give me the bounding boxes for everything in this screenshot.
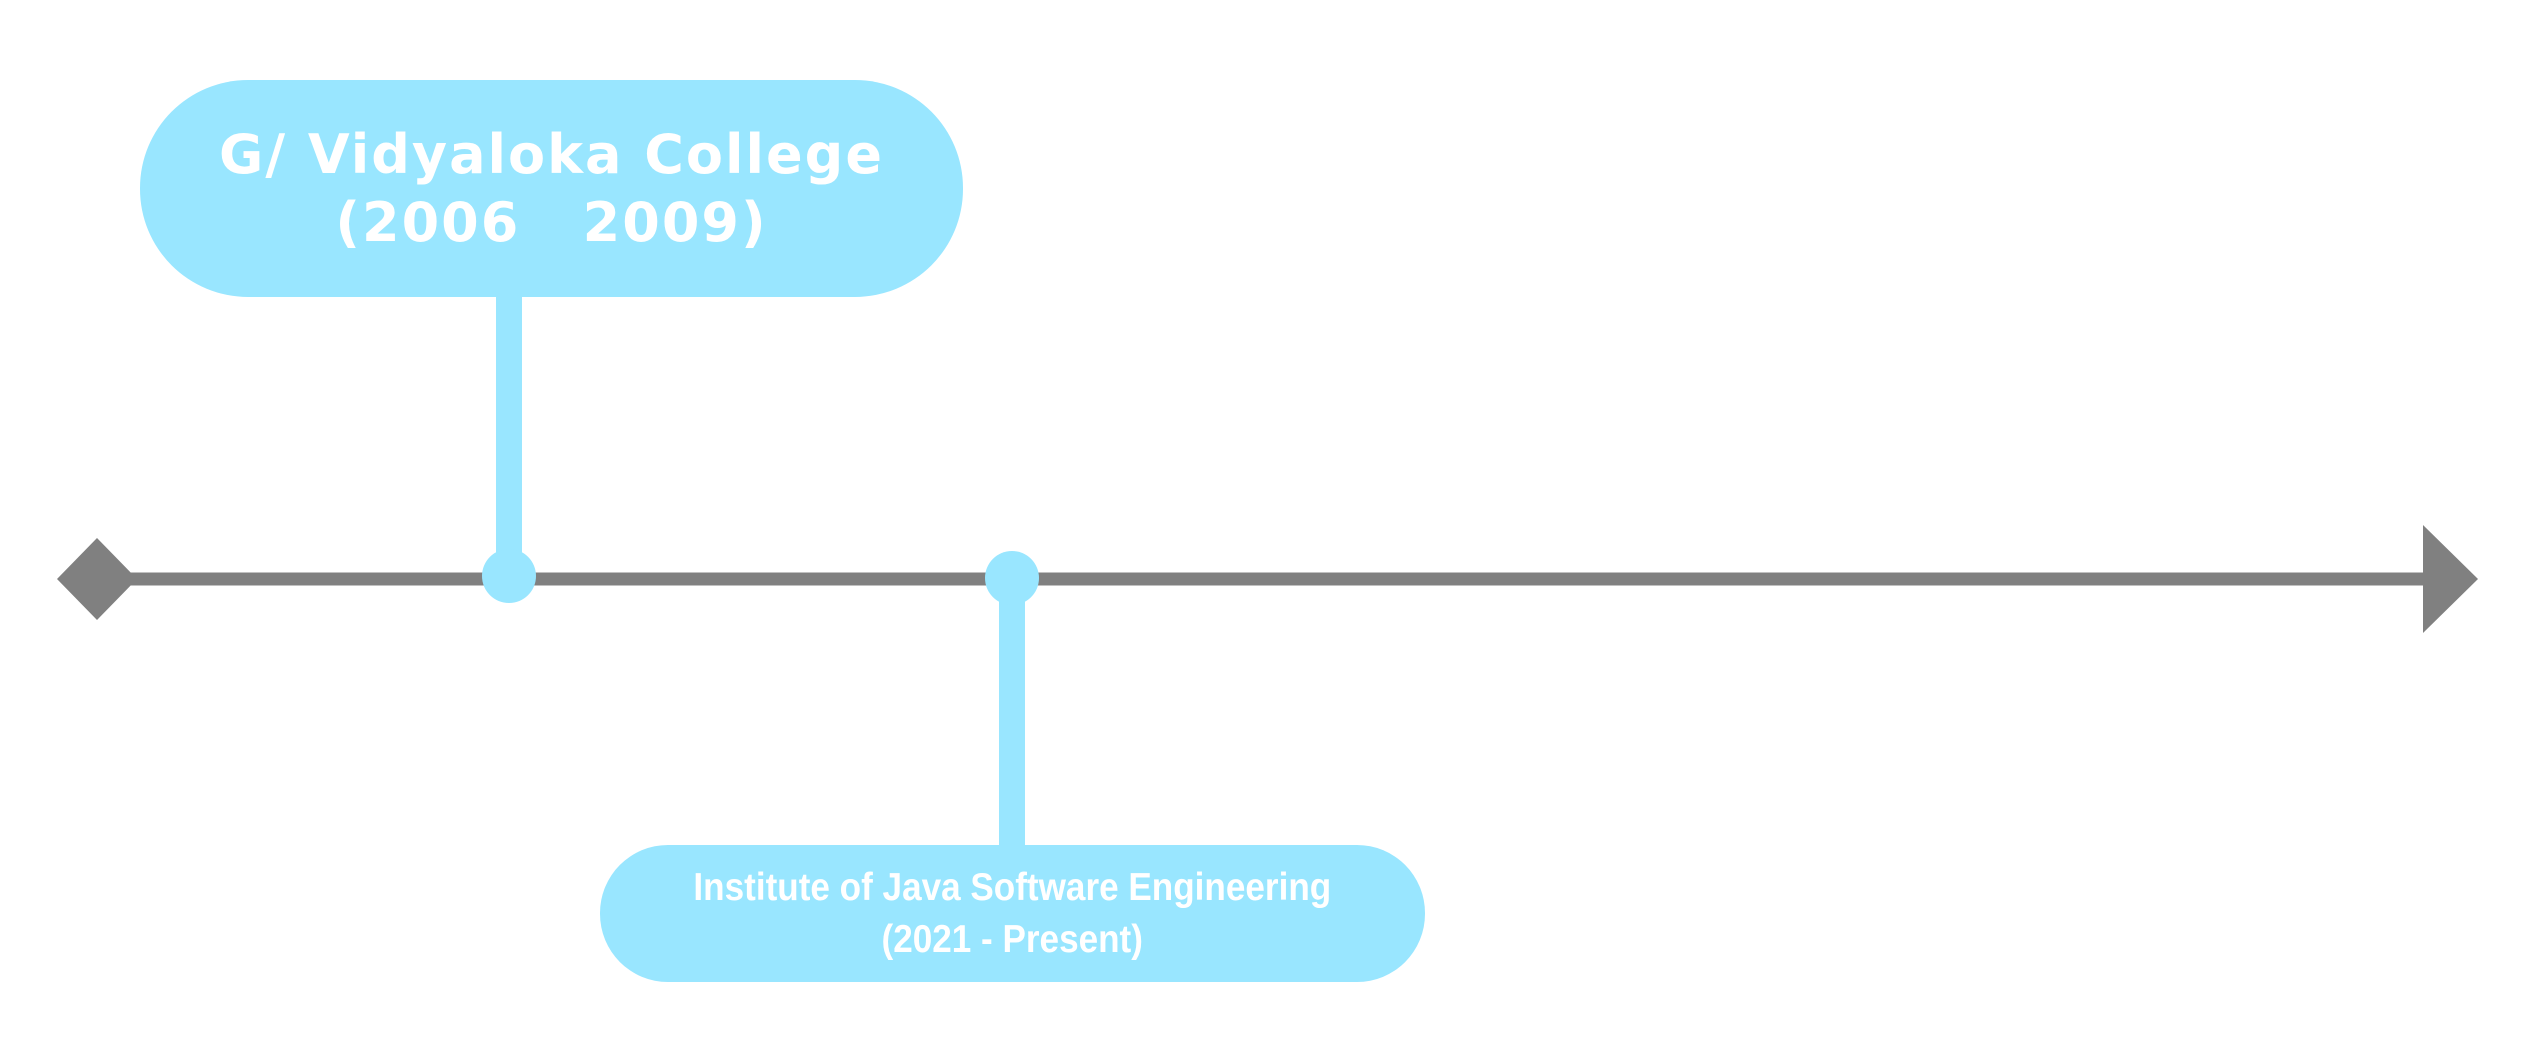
event-1-title: G/ Vidyaloka College xyxy=(219,122,884,186)
event-1-years: (2006 2009) xyxy=(335,190,768,254)
event-2-title: Institute of Java Software Engineering xyxy=(693,865,1332,909)
event-1-label-box: G/ Vidyaloka College (2006 2009) xyxy=(140,80,963,297)
timeline-start-diamond xyxy=(57,538,137,620)
event-2-connector xyxy=(999,576,1025,852)
event-2-years: (2021 - Present) xyxy=(881,917,1144,961)
event-2-marker xyxy=(985,551,1039,605)
event-1-connector xyxy=(496,290,522,580)
event-1-marker xyxy=(482,549,536,603)
timeline-end-arrowhead xyxy=(2423,525,2478,633)
event-2-label-box: Institute of Java Software Engineering (… xyxy=(600,845,1425,982)
